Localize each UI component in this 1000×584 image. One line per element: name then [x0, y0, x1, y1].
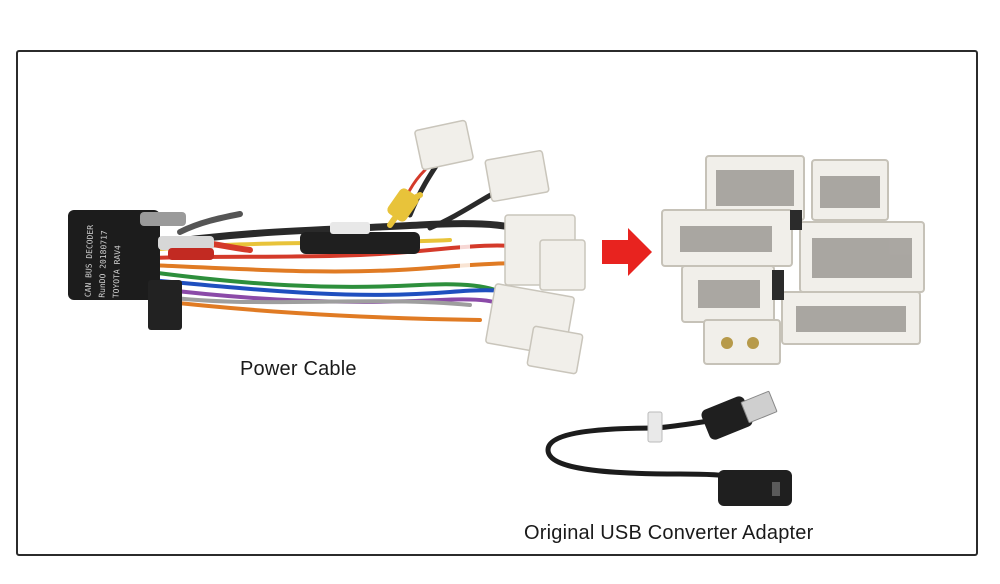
usb-adapter-cable [545, 390, 792, 506]
power-cable-label: Power Cable [240, 358, 357, 380]
red-arrow-icon [602, 228, 652, 276]
power-cable-harness: CAN BUS DECODER RunDO 20180717 TOYOTA RA… [68, 119, 586, 375]
decoder-label-line-1: CAN BUS DECODER [84, 225, 96, 298]
decoder-label-line-3: TOYOTA RAV4 [112, 245, 123, 298]
decoder-label-line-2: RunDO 20180717 [98, 230, 109, 298]
usb-adapter-label: Original USB Converter Adapter [524, 522, 814, 544]
